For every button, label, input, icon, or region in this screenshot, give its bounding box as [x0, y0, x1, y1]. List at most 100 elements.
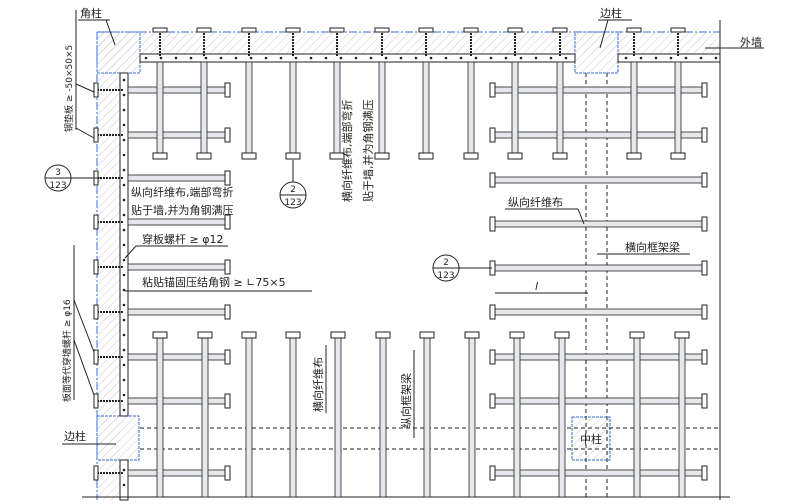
transverse-fiber-strip: [674, 61, 682, 158]
steel-pad: [93, 82, 99, 98]
bolt-dot: [122, 123, 126, 127]
steel-pad: [93, 214, 99, 230]
bolt-dot: [122, 288, 126, 292]
bolt-dot: [534, 56, 538, 60]
transverse-fiber-strip: [630, 61, 638, 158]
longitudinal-fiber-strip: [127, 86, 229, 94]
bolt-dot: [504, 56, 508, 60]
label-trans-fiber-note-1: 横向纤维布,端部弯折: [340, 100, 354, 203]
strip-end-cap: [224, 82, 231, 98]
bolt-dot: [122, 333, 126, 337]
strip-end-cap: [507, 152, 523, 160]
transverse-fiber-strip: [334, 335, 342, 498]
strip-end-cap: [489, 304, 496, 320]
strip-end-cap: [701, 172, 708, 188]
detail-ref-2-right[interactable]: 2 123: [432, 254, 492, 282]
transverse-fiber-strip: [379, 335, 387, 498]
steel-pad: [670, 27, 686, 33]
label-trans-beam: 横向框架梁: [625, 240, 680, 254]
leader-line: [75, 127, 95, 139]
leader-line: [73, 299, 95, 353]
transverse-fiber-strip: [156, 61, 164, 158]
strip-end-cap: [489, 82, 496, 98]
bolt-dot: [249, 56, 253, 60]
longitudinal-fiber-strip: [127, 218, 229, 226]
transverse-fiber-strip: [245, 61, 253, 158]
bolt-dot: [122, 93, 126, 97]
bolt-dot: [122, 213, 126, 217]
transverse-fiber-strip: [678, 335, 686, 498]
bolt-dot: [122, 78, 126, 82]
longitudinal-fiber-strip: [491, 397, 706, 405]
strip-end-cap: [419, 331, 435, 339]
longitudinal-fiber-strip: [127, 131, 229, 139]
label-edge-column-bottom: 边柱: [64, 429, 86, 443]
strip-end-cap: [489, 465, 496, 481]
strip-end-cap: [224, 127, 231, 143]
bolt-dot: [474, 56, 478, 60]
steel-pad: [374, 27, 390, 33]
strip-end-cap: [224, 214, 231, 230]
detail-ref-number: 3: [55, 168, 61, 178]
bolt-dot: [122, 228, 126, 232]
transverse-fiber-strip: [289, 335, 297, 498]
strip-end-cap: [701, 216, 708, 232]
bolt-dot: [324, 56, 328, 60]
strip-end-cap: [626, 152, 642, 160]
strip-end-cap: [285, 331, 301, 339]
middle-column: [571, 416, 611, 461]
strip-end-cap: [701, 393, 708, 409]
outer-wall-top: [97, 32, 720, 54]
bolt-dot: [564, 56, 568, 60]
longitudinal-fiber-strip: [127, 469, 229, 477]
transverse-fiber-strip: [556, 61, 564, 158]
angle-steel-top: [139, 53, 576, 63]
bolt-dot: [684, 56, 688, 60]
bolt-dot: [204, 56, 208, 60]
bolt-dot: [354, 56, 358, 60]
strip-end-cap: [196, 152, 212, 160]
strip-end-cap: [224, 349, 231, 365]
bolt-dot: [159, 56, 163, 60]
strip-end-cap: [489, 172, 496, 188]
leader-line: [73, 339, 95, 396]
detail-ref-3[interactable]: 3 123: [44, 164, 100, 192]
longitudinal-fiber-strip: [491, 469, 706, 477]
bolt-dot: [294, 56, 298, 60]
strip-end-cap: [152, 152, 168, 160]
bolt-dot: [309, 56, 313, 60]
bolt-dot: [122, 258, 126, 262]
bolt-dot: [399, 56, 403, 60]
steel-pad: [552, 27, 568, 33]
strip-end-cap: [224, 304, 231, 320]
strip-end-cap: [701, 127, 708, 143]
strip-end-cap: [489, 127, 496, 143]
leader-line: [599, 19, 609, 49]
bolt-dot: [122, 408, 126, 412]
bolt-dot: [122, 363, 126, 367]
detail-ref-2-top[interactable]: 2 123: [279, 160, 307, 209]
strip-end-cap: [241, 152, 257, 160]
strip-end-cap: [197, 331, 213, 339]
bolt-dot: [122, 348, 126, 352]
strip-end-cap: [629, 331, 645, 339]
transverse-fiber-strip: [558, 335, 566, 498]
transverse-fiber-strip: [633, 335, 641, 498]
strip-end-cap: [701, 82, 708, 98]
detail-ref-number: 2: [443, 258, 449, 268]
label-steel-pad: 钢垫板 ≥ -50×50×5: [63, 45, 75, 132]
leader-line: [577, 208, 585, 225]
strip-end-cap: [330, 331, 346, 339]
steel-pad: [463, 27, 479, 33]
bolt-dot: [624, 56, 628, 60]
longitudinal-fiber-strip: [491, 353, 706, 361]
transverse-fiber-strip: [511, 61, 519, 158]
bolt-dot: [489, 56, 493, 60]
edge-column-bottom: [96, 415, 140, 461]
transverse-fiber-strip: [201, 335, 209, 498]
bolt-dot: [234, 56, 238, 60]
bolt-dot: [639, 56, 643, 60]
label-long-fiber-note-1: 纵向纤维布,端部弯折: [131, 185, 234, 199]
bolt-dot: [122, 303, 126, 307]
